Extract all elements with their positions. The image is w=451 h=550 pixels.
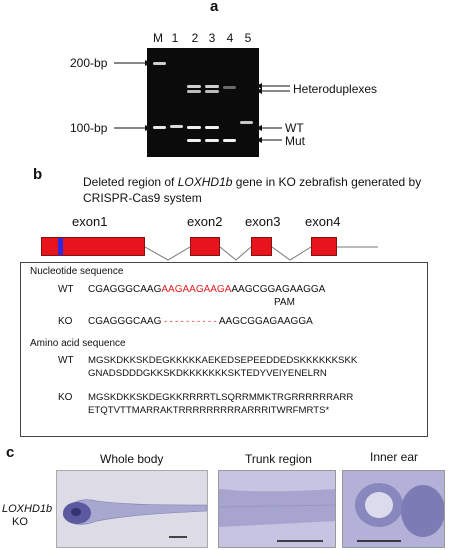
larva-drawing [62,499,207,538]
wt-nt-sequence: CGAGGGCAAGAAGAAGAAGAAAGCGGAGAAGGA [88,284,325,295]
lane-label: 4 [226,31,234,45]
gel-band [240,121,253,124]
heteroduplexes-label: Heteroduplexes [293,82,378,96]
exon3-box [251,237,272,256]
panel-a-arrows [114,60,290,143]
seq-part: CGAGGGCAAG [88,316,162,327]
lane-label: M [153,31,163,45]
gel-band [187,139,201,142]
ko-aa-line1: MGSKDKKSKDEGKKRRRRTLSQRRMMKTRGRRRRRRARR [88,392,354,403]
gel-band [205,126,219,129]
lane-label: 3 [208,31,216,45]
start-codon-marker [58,238,63,255]
inner-ear-image [342,470,445,548]
marker-100bp-label: 100-bp [70,121,108,135]
ko-aa-label: KO [58,392,73,403]
wt-aa-line2: GNADSDDDGKKSKDKKKKKKKSKTEDYVEIYENELRN [88,368,327,379]
exon1-label: exon1 [72,214,108,229]
gel-band [187,90,201,93]
panel-b-label: b [33,166,43,183]
trunk-drawing [219,471,335,547]
wt-band-label: WT [285,121,304,135]
gel-band [205,85,219,88]
wt-nt-label: WT [58,284,74,295]
inner-ear-title: Inner ear [370,450,419,464]
gel-band [153,62,166,65]
seq-part: AAGCGGAGAAGGA [218,316,313,327]
lane-label: 5 [244,31,252,45]
trunk-region-title: Trunk region [245,452,312,466]
exon2-box [190,237,220,256]
title-text: Deleted region of [83,175,178,189]
gene-introns [144,246,378,261]
wt-aa-label: WT [58,355,74,366]
aa-heading: Amino acid sequence [30,338,126,349]
panel-b-title: Deleted region of LOXHD1b gene in KO zeb… [83,175,421,189]
title-text: gene in KO zebrafish generated by [232,175,422,189]
title-gene: LOXHD1b [177,175,233,189]
panel-b-title-line2: CRISPR-Cas9 system [83,191,202,205]
gel-band [170,125,183,128]
exon1-box [41,237,145,256]
ko-nt-label: KO [58,316,73,327]
whole-body-title: Whole body [100,452,164,466]
row-gene-label: LOXHD1b [2,503,53,515]
seq-part: CGAGGGCAAG [88,284,162,295]
pam-label: PAM [274,297,295,308]
deleted-sequence: AAGAAGAAGA [161,284,232,295]
gel-band [223,139,236,142]
lane-label: 2 [191,31,199,45]
exon4-label: exon4 [305,214,341,229]
ko-nt-sequence: CGAGGGCAAG - - - - - - - - - - AAGCGGAGA… [88,316,313,327]
trunk-region-image [218,470,336,548]
wt-aa-line1: MGSKDKKSKDEGKKKKKAEKEDSEPEEDDEDSKKKKKKSK… [88,355,358,366]
exon4-box [311,237,337,256]
gel-band [153,126,166,129]
mut-band-label: Mut [285,134,306,148]
gel-band [205,90,219,93]
ko-aa-line2: ETQTVTTMARRAKTRRRRRRRRRARRRITWRFMRTS* [88,405,330,416]
nucleotide-heading: Nucleotide sequence [30,266,124,277]
gel-band [205,139,219,142]
lane-label: 1 [171,31,179,45]
exon2-label: exon2 [187,214,223,229]
deletion-gap: - - - - - - - - - - [164,316,217,326]
exon3-label: exon3 [245,214,281,229]
ear-drawing [343,471,444,547]
row-ko-label: KO [12,516,28,528]
sequence-box [20,262,428,437]
gel-image [147,48,259,157]
gel-band [223,86,236,89]
marker-200bp-label: 200-bp [70,56,108,70]
gel-band [187,85,201,88]
panel-c-label: c [6,444,15,461]
seq-part: AAGCGGAGAAGGA [231,284,326,295]
whole-body-image [56,470,208,548]
gel-band [187,126,201,129]
panel-a-label: a [210,0,219,15]
